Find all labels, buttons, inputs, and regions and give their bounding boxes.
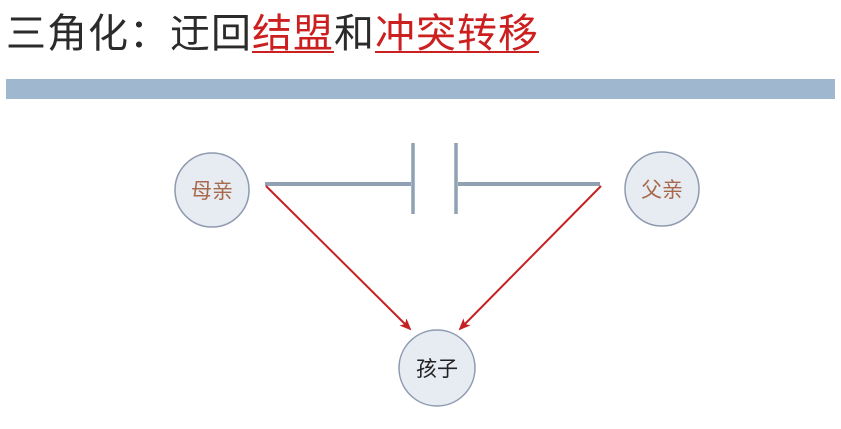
node-child-label: 孩子 bbox=[416, 357, 458, 381]
title-part-triangulation: 三角化：迂回 bbox=[6, 11, 252, 57]
node-father-label: 父亲 bbox=[641, 178, 683, 202]
title-part-alliance: 结盟 bbox=[252, 11, 334, 57]
node-mother: 母亲 bbox=[174, 152, 250, 228]
title-part-conflict-transfer: 冲突转移 bbox=[375, 11, 539, 57]
node-father: 父亲 bbox=[624, 151, 700, 227]
slide-title: 三角化：迂回结盟和冲突转移 bbox=[6, 8, 539, 60]
node-mother-circle bbox=[174, 152, 250, 228]
arrow-father-to-child bbox=[458, 185, 602, 331]
node-father-circle bbox=[624, 151, 700, 227]
node-child-circle bbox=[398, 329, 476, 407]
node-child: 孩子 bbox=[398, 329, 476, 407]
title-part-and: 和 bbox=[334, 11, 375, 57]
node-mother-label: 母亲 bbox=[191, 179, 233, 203]
arrow-mother-to-child bbox=[265, 185, 412, 331]
title-divider-band bbox=[6, 79, 835, 99]
